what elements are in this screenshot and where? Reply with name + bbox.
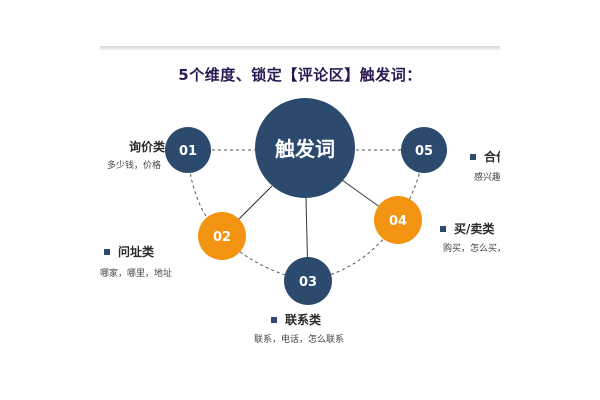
node-05-desc: 感兴趣 [474,173,500,183]
bullet-square-icon [470,153,476,160]
slide-title: 5个维度、锁定【评论区】触发词： [178,66,422,84]
node-05-text-clip: 合作类 感兴趣 [470,148,500,188]
node-num-03: 03 [299,275,317,290]
node-num-02: 02 [213,230,231,245]
node-num-04: 04 [389,214,407,229]
node-circle-04 [374,196,422,244]
node-num-05: 05 [415,144,433,159]
node-03-label: 联系类 [271,311,321,328]
node-04-label: 买/卖类 [440,220,494,237]
node-02-label: 问址类 [104,243,154,260]
top-divider [100,46,500,50]
node-circle-05 [401,127,447,173]
node-circle-01 [165,127,211,173]
node-num-01: 01 [179,144,197,159]
node-circle-03 [284,257,332,305]
node-02-desc: 哪家，哪里，地址 [100,269,172,279]
node-01-desc: 多少钱，价格 [106,161,161,171]
bullet-square-icon [271,316,277,323]
node-01-text-clip: 询价类 多少钱，价格 [100,138,165,178]
node-02-desc-clip: 哪家，哪里，地址 [100,266,180,282]
node-04-desc-clip: 购买，怎么买，怎么卖 [443,241,500,257]
bullet-square-icon [104,248,110,255]
node-03-desc: 联系，电话，怎么联系 [254,335,345,345]
bullet-square-icon [440,225,446,232]
node-circle-02 [198,212,246,260]
center-label: 触发词 [275,137,335,161]
node-04-desc: 购买，怎么买，怎么卖 [443,244,500,254]
center-circle [255,98,355,198]
node-05-label: 合作类 [470,148,500,165]
node-01-label: 询价类 [128,140,165,154]
